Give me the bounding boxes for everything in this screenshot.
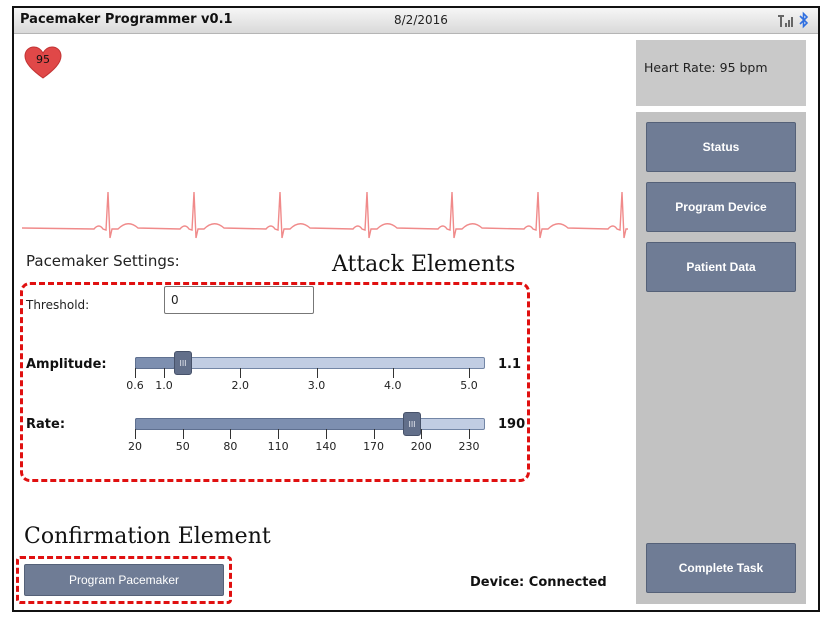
confirmation-element-annotation: Confirmation Element bbox=[24, 524, 271, 549]
threshold-label: Threshold: bbox=[26, 298, 90, 312]
amplitude-tick-label: 0.6 bbox=[126, 379, 144, 392]
rate-tick bbox=[230, 429, 232, 439]
patient-data-button[interactable]: Patient Data bbox=[646, 242, 796, 292]
heart-rate-text: Heart Rate: 95 bpm bbox=[644, 60, 768, 75]
rate-tick-label: 110 bbox=[267, 440, 289, 453]
amplitude-tick bbox=[316, 368, 318, 378]
signal-bars-icon bbox=[778, 15, 793, 27]
program-device-button[interactable]: Program Device bbox=[646, 182, 796, 232]
amplitude-tick-label: 1.0 bbox=[155, 379, 173, 392]
rate-slider-thumb[interactable]: III bbox=[403, 412, 421, 436]
rate-tick-label: 20 bbox=[128, 440, 142, 453]
rate-tick bbox=[421, 429, 423, 439]
rate-tick-label: 230 bbox=[458, 440, 480, 453]
rate-tick bbox=[278, 429, 280, 439]
attack-elements-highlight bbox=[20, 282, 530, 482]
amplitude-tick bbox=[392, 368, 394, 378]
amplitude-tick-label: 5.0 bbox=[460, 379, 478, 392]
device-status: Device: Connected bbox=[470, 575, 607, 590]
settings-title: Pacemaker Settings: bbox=[26, 252, 180, 270]
rate-tick-label: 80 bbox=[223, 440, 238, 453]
status-button[interactable]: Status bbox=[646, 122, 796, 172]
amplitude-label: Amplitude: bbox=[26, 357, 107, 372]
attack-elements-annotation: Attack Elements bbox=[332, 252, 516, 277]
app-window: Pacemaker Programmer v0.1 8/2/2016 95 He… bbox=[12, 6, 820, 612]
amplitude-tick bbox=[164, 368, 165, 378]
title-bar: Pacemaker Programmer v0.1 8/2/2016 bbox=[14, 8, 818, 34]
rate-tick-label: 200 bbox=[410, 440, 432, 453]
amplitude-tick bbox=[135, 368, 136, 378]
rate-label: Rate: bbox=[26, 417, 66, 432]
complete-task-button[interactable]: Complete Task bbox=[646, 543, 796, 593]
rate-tick-label: 170 bbox=[363, 440, 385, 453]
amplitude-value: 1.1 bbox=[498, 357, 522, 372]
rate-tick bbox=[325, 429, 327, 439]
rate-tick-label: 50 bbox=[175, 440, 190, 453]
amplitude-tick bbox=[469, 368, 470, 378]
rate-value: 190 bbox=[498, 417, 526, 432]
amplitude-slider-fill bbox=[135, 357, 175, 369]
rate-tick bbox=[373, 429, 375, 439]
heart-icon bbox=[24, 46, 62, 79]
program-pacemaker-button[interactable]: Program Pacemaker bbox=[24, 564, 224, 596]
title-date: 8/2/2016 bbox=[394, 13, 448, 27]
app-title: Pacemaker Programmer v0.1 bbox=[20, 12, 233, 27]
amplitude-tick-label: 4.0 bbox=[384, 379, 402, 392]
side-navigation: Status Program Device Patient Data Compl… bbox=[636, 112, 806, 604]
confirmation-element-highlight bbox=[16, 556, 232, 604]
threshold-input[interactable] bbox=[164, 286, 314, 314]
heart-rate-badge: 95 bbox=[36, 53, 50, 66]
rate-tick-label: 140 bbox=[315, 440, 337, 453]
rate-slider-fill bbox=[135, 418, 409, 430]
rate-tick bbox=[135, 429, 136, 439]
bluetooth-icon bbox=[799, 11, 809, 29]
rate-tick bbox=[469, 429, 470, 439]
rate-tick bbox=[182, 429, 184, 439]
amplitude-tick-label: 2.0 bbox=[231, 379, 250, 392]
amplitude-slider-thumb[interactable]: III bbox=[174, 351, 192, 375]
ecg-waveform bbox=[22, 191, 628, 239]
heart-rate-panel: Heart Rate: 95 bpm bbox=[636, 40, 806, 106]
amplitude-tick bbox=[240, 368, 242, 378]
amplitude-tick-label: 3.0 bbox=[307, 379, 326, 392]
